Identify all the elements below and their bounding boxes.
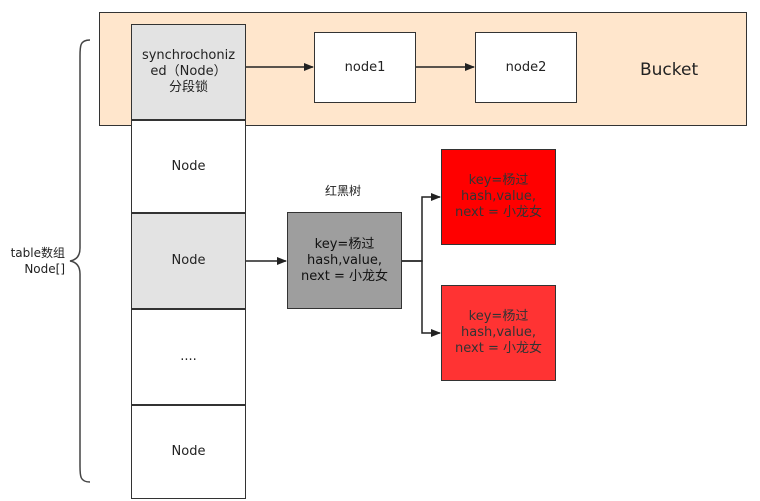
table-brace bbox=[69, 39, 91, 483]
tree-root-node: key=杨过 hash,value, next = 小龙女 bbox=[287, 212, 402, 309]
node2-box: node2 bbox=[475, 32, 577, 103]
table-cell-node-3: Node bbox=[131, 405, 246, 499]
arrow-root-to-top-child bbox=[402, 193, 441, 262]
sync-node-cell: synchrochonized（Node） 分段锁 bbox=[131, 24, 246, 120]
bucket-label: Bucket bbox=[640, 60, 699, 80]
table-cell-node-1: Node bbox=[131, 120, 246, 213]
tree-child-bottom-node: key=杨过 hash,value, next = 小龙女 bbox=[441, 285, 556, 381]
red-black-tree-title: 红黑树 bbox=[325, 184, 362, 198]
table-cell-ellipsis: .... bbox=[131, 309, 246, 405]
arrow-root-to-bottom-child bbox=[402, 260, 441, 337]
tree-child-top-node: key=杨过 hash,value, next = 小龙女 bbox=[441, 149, 556, 245]
node1-box: node1 bbox=[314, 32, 416, 103]
table-cell-node-2: Node bbox=[131, 213, 246, 309]
table-array-label: table数组 Node[] bbox=[10, 246, 65, 276]
